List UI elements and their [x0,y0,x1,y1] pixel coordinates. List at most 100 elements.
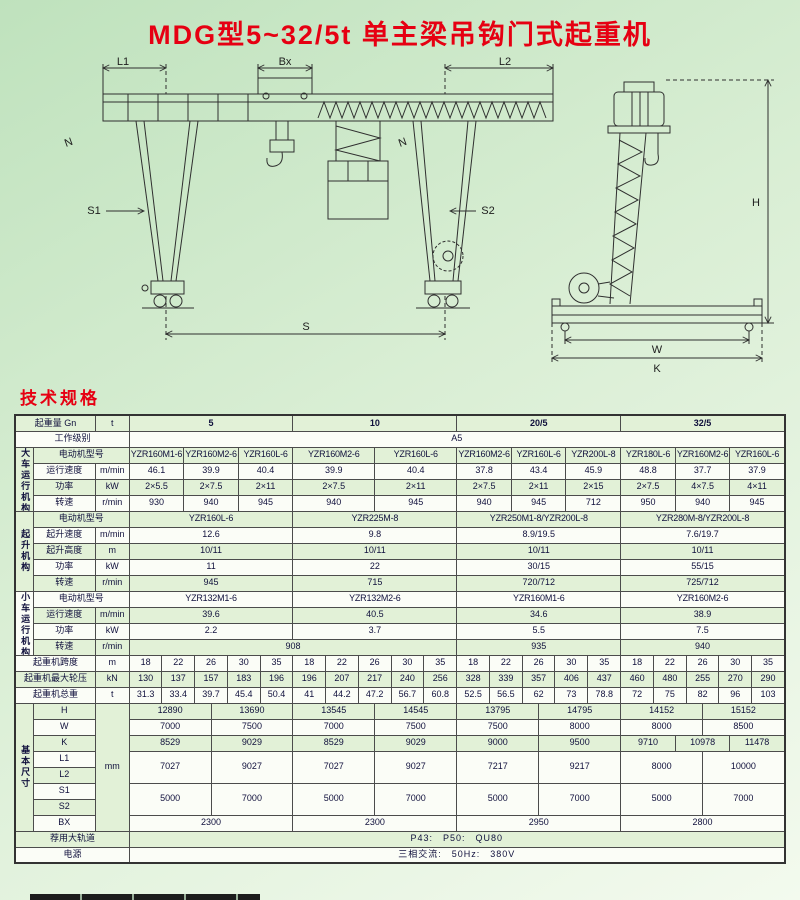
table-cell: 13545 [292,702,376,720]
table-cell: P43: P50: QU80 [128,830,786,848]
table-cell: 908 [128,638,458,656]
table-cell: 46.1 [128,462,185,480]
dim-label-s: S [302,321,309,333]
table-cell: 9027 [210,750,294,784]
table-cell: 30 [718,654,753,672]
table-cell: 60.8 [423,686,458,704]
table-cell: YZR160L-6 [237,446,294,464]
row-label: 运行速度 [32,606,96,624]
row-label: H [32,702,96,720]
table-cell: 7217 [456,750,540,784]
table-cell: 7000 [702,782,786,816]
row-label: 起重机最大轮压 [14,670,96,688]
table-cell: 30 [226,654,261,672]
table-cell: 5000 [620,782,704,816]
table-cell: 7000 [128,718,212,736]
next-page-cutoff [30,894,260,900]
table-cell: 8000 [620,718,704,736]
table-cell: 240 [390,670,425,688]
table-cell: 720/712 [456,574,622,592]
table-cell: 30 [554,654,589,672]
table-cell: 32/5 [620,414,786,432]
table-cell: 38.9 [620,606,786,624]
table-cell: 2.2 [128,622,294,640]
table-cell: 712 [565,494,622,512]
table-cell: 56.5 [489,686,523,704]
table-cell: 35 [259,654,294,672]
table-cell: YZR160M2-6 [183,446,239,464]
table-cell: 9000 [456,734,540,752]
table-cell: 339 [489,670,523,688]
table-cell: 103 [751,686,786,704]
table-cell: 4×7.5 [674,478,731,496]
table-cell: 37.7 [674,462,731,480]
table-cell: 5.5 [456,622,622,640]
table-cell: YZR160L-6 [374,446,458,464]
dim-label-s2: S2 [481,205,494,217]
table-cell: 22 [325,654,359,672]
dim-label-s1: S1 [87,205,100,217]
crane-side-view [550,78,774,362]
table-cell: 7000 [538,782,622,816]
table-cell: 10/11 [128,542,294,560]
table-cell: 34.6 [456,606,622,624]
table-cell: 157 [194,670,228,688]
table-cell: m/min [94,606,130,624]
table-cell: m/min [94,526,130,544]
dim-label-l1: L1 [117,56,129,68]
table-cell: 7000 [210,782,294,816]
table-cell: 10/11 [620,542,786,560]
row-label: 转速 [32,574,96,592]
table-cell: 7027 [292,750,376,784]
table-cell: 35 [423,654,458,672]
row-label: S2 [32,798,96,816]
table-cell: 26 [521,654,556,672]
page-title: MDG型5~32/5t 单主梁吊钩门式起重机 [148,20,652,50]
table-cell: 30/15 [456,558,622,576]
table-cell: m/min [94,462,130,480]
table-cell: 33.4 [161,686,196,704]
table-cell: 945 [128,574,294,592]
row-label: 运行速度 [32,462,96,480]
table-cell: YZR132M2-6 [292,590,458,608]
table-cell: YZR160M2-6 [456,446,512,464]
table-cell: 328 [456,670,491,688]
table-cell: 715 [292,574,458,592]
table-cell: 5 [128,414,294,432]
table-cell: 8000 [620,750,704,784]
table-cell: YZR160M2-6 [292,446,376,464]
row-label: 起升高度 [32,542,96,560]
table-cell: 40.5 [292,606,458,624]
table-cell: 35 [751,654,786,672]
row-label: 功率 [32,622,96,640]
table-cell: 196 [259,670,294,688]
dim-label-h: H [752,197,760,209]
table-cell: 30 [390,654,425,672]
row-label: 功率 [32,478,96,496]
table-cell: YZR160M2-6 [674,446,731,464]
table-cell: 9029 [374,734,458,752]
row-label: 荐用大轨道 [14,830,130,848]
section-mark-n1: N [63,136,75,150]
row-label: L1 [32,750,96,768]
table-cell: 44.2 [325,686,359,704]
table-cell: 35 [587,654,622,672]
table-cell: 39.9 [292,462,376,480]
table-cell: 5000 [456,782,540,816]
table-cell: 73 [554,686,589,704]
table-cell: 2300 [292,814,458,832]
table-cell: kW [94,558,130,576]
dim-label-w: W [652,344,663,356]
table-cell: 256 [423,670,458,688]
